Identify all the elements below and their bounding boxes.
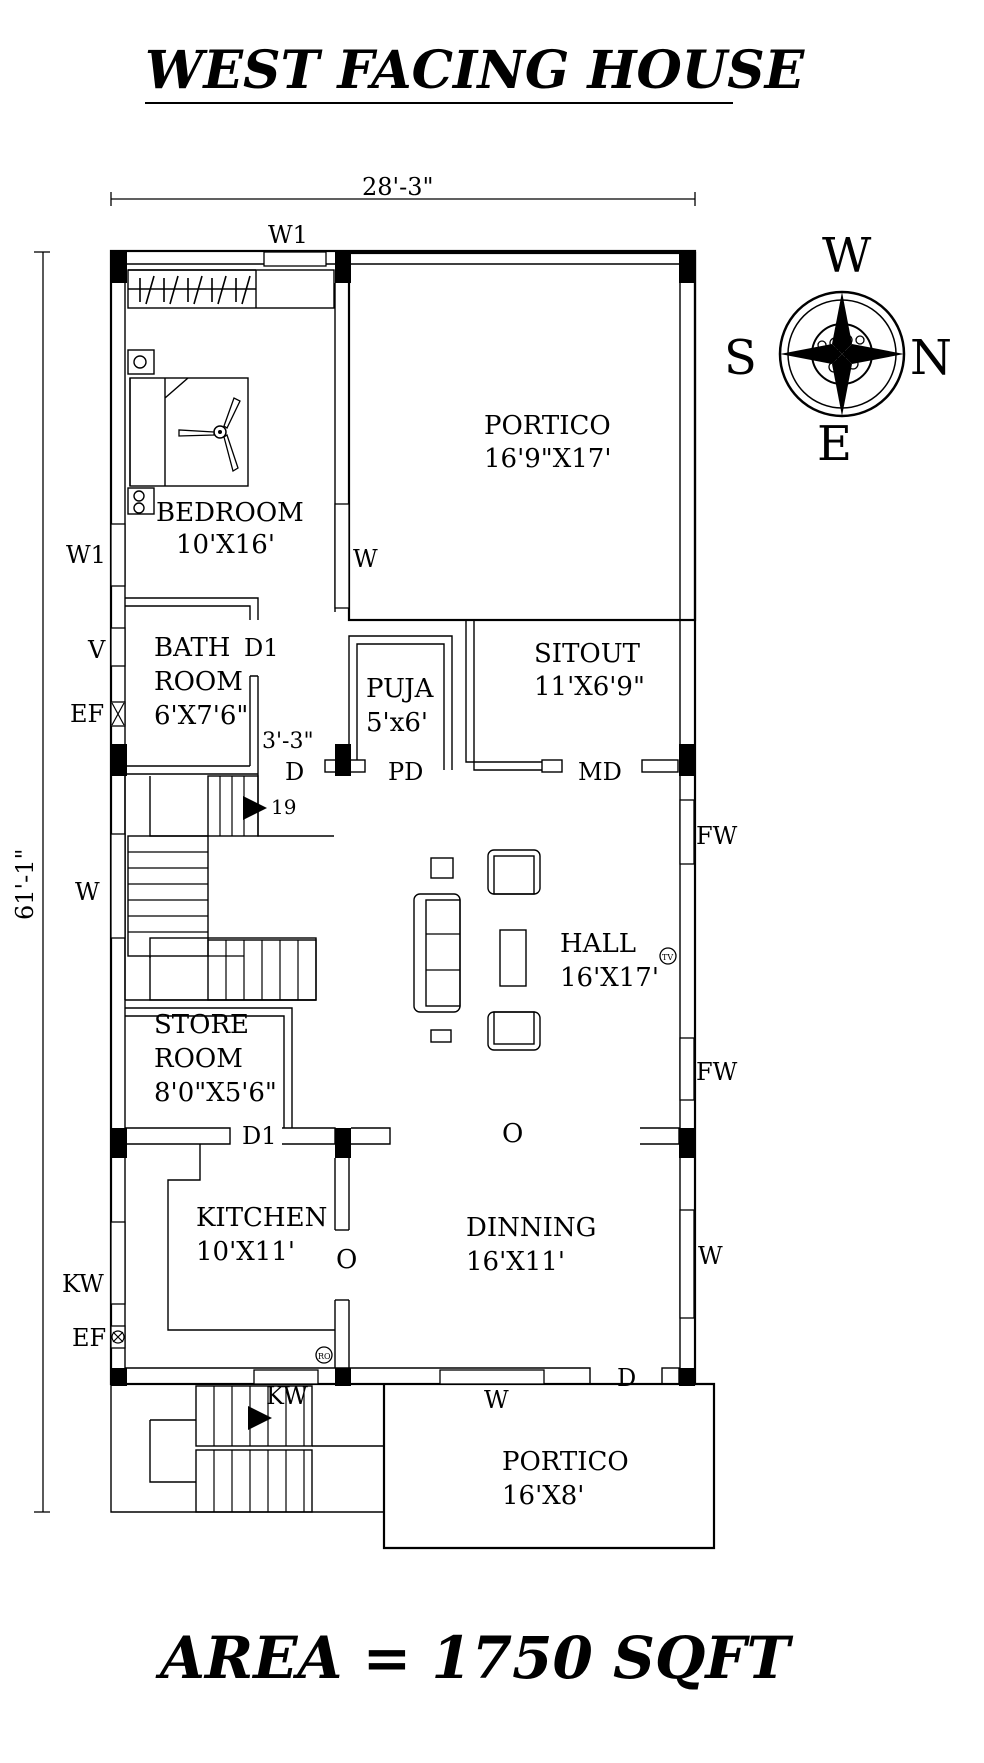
portico-bottom: W PORTICO 16'X8' bbox=[382, 1382, 716, 1550]
bedside-table-top bbox=[127, 349, 155, 375]
wardrobe-hatch-icon bbox=[128, 275, 256, 305]
armchair-bottom-icon bbox=[487, 1011, 541, 1051]
exhaust-fan-icon bbox=[110, 701, 126, 727]
dining: DINNING 16'X11' W bbox=[466, 1209, 723, 1319]
compass-east: E bbox=[817, 416, 852, 472]
bathroom-name-1: BATH bbox=[154, 633, 230, 663]
stair-arrow-icon bbox=[243, 796, 267, 820]
window-w-dining bbox=[679, 1209, 695, 1319]
store-size: 8'0"X5'6" bbox=[154, 1078, 277, 1108]
window-kw-bottom bbox=[253, 1369, 319, 1385]
puja-name: PUJA bbox=[366, 674, 435, 704]
puja-size: 5'x6' bbox=[366, 708, 428, 738]
side-table-icon bbox=[430, 857, 454, 879]
sitout-name: SITOUT bbox=[534, 639, 641, 669]
width-dimension-label: 28'-3" bbox=[362, 173, 434, 201]
bathroom-d1-label: D1 bbox=[244, 634, 279, 662]
stair-steps-label: 19 bbox=[271, 795, 296, 819]
hall: HALL 16'X17' TV FW FW bbox=[413, 799, 738, 1101]
bedroom-size: 10'X16' bbox=[176, 530, 275, 560]
window-fw-1 bbox=[679, 799, 695, 865]
coffee-table-icon bbox=[499, 929, 527, 987]
window-w-bed-label: W bbox=[353, 545, 378, 573]
ro-purifier-icon: RO bbox=[315, 1346, 333, 1364]
window-w-dining-label: W bbox=[698, 1242, 723, 1270]
hall-name: HALL bbox=[560, 929, 636, 959]
portico-top-size: 16'9"X17' bbox=[484, 444, 611, 474]
compass-west: W bbox=[822, 228, 872, 284]
exhaust-fan-bath-label: EF bbox=[70, 700, 104, 728]
bedroom: W1 BEDROOM 10'X16' W1 bbox=[66, 221, 335, 587]
dining-name: DINNING bbox=[466, 1213, 596, 1243]
exhaust-fan-kitchen-label: EF bbox=[72, 1324, 106, 1352]
portico-top-name: PORTICO bbox=[484, 411, 611, 441]
side-table-bottom-icon bbox=[430, 1029, 452, 1043]
window-w-bottom bbox=[439, 1369, 545, 1385]
sitout-size: 11'X6'9" bbox=[534, 672, 645, 702]
portico-bottom-name: PORTICO bbox=[502, 1447, 629, 1477]
portico-bottom-size: 16'X8' bbox=[502, 1481, 584, 1511]
bathroom-name-2: ROOM bbox=[154, 667, 243, 697]
window-w1-top-label: W1 bbox=[268, 221, 308, 249]
bedside-table-bottom bbox=[127, 487, 155, 515]
store-room: STORE ROOM 8'0"X5'6" bbox=[125, 1007, 293, 1128]
bathroom: BATH D1 ROOM 6'X7'6" V EF bbox=[70, 627, 279, 775]
svg-text:RO: RO bbox=[318, 1352, 331, 1361]
length-dimension: 61'-1" bbox=[11, 251, 50, 1513]
portico-top: PORTICO 16'9"X17' bbox=[347, 251, 697, 622]
door-d-label: D bbox=[285, 758, 304, 786]
window-w-stair-label: W bbox=[75, 878, 100, 906]
outside-stair-arrow-icon bbox=[248, 1406, 272, 1430]
area-label: AREA = 1750 SQFT bbox=[155, 1624, 794, 1692]
compass-north: N bbox=[910, 330, 952, 386]
length-dimension-label: 61'-1" bbox=[11, 848, 39, 920]
sofa-icon bbox=[413, 893, 461, 1013]
window-fw-1-label: FW bbox=[696, 822, 738, 850]
outside-staircase: KW bbox=[110, 1382, 385, 1513]
window-w-bed bbox=[334, 503, 350, 609]
window-kw-bottom-label: KW bbox=[266, 1382, 308, 1410]
bedroom-name: BEDROOM bbox=[156, 498, 304, 528]
ventilator-v-label: V bbox=[87, 636, 106, 664]
main-door-md-label: MD bbox=[578, 758, 622, 786]
window-kw-left bbox=[110, 1221, 126, 1305]
width-dimension: 28'-3" bbox=[110, 173, 696, 206]
exhaust-fan-kitchen-icon bbox=[110, 1325, 126, 1349]
puja-door-pd-label: PD bbox=[388, 758, 423, 786]
compass-south: S bbox=[724, 330, 757, 386]
columns bbox=[111, 251, 695, 1386]
window-fw-2 bbox=[679, 1037, 695, 1101]
store-name-2: ROOM bbox=[154, 1044, 243, 1074]
window-w1-left-label: W1 bbox=[66, 541, 106, 569]
door-d-bottom-label: D bbox=[617, 1364, 636, 1392]
window-fw-2-label: FW bbox=[696, 1058, 738, 1086]
kitchen-name: KITCHEN bbox=[196, 1203, 327, 1233]
hall-size: 16'X17' bbox=[560, 963, 659, 993]
sitout: SITOUT 11'X6'9" MD bbox=[465, 620, 679, 786]
armchair-top-icon bbox=[487, 849, 541, 895]
window-w-bottom-label: W bbox=[484, 1386, 509, 1414]
opening-o-hall-label: O bbox=[502, 1119, 523, 1149]
store-name-1: STORE bbox=[154, 1010, 249, 1040]
opening-o-kitchen-label: O bbox=[336, 1245, 357, 1275]
tv-icon: TV bbox=[659, 947, 677, 965]
kitchen: KITCHEN 10'X11' O RO KW EF bbox=[62, 1144, 357, 1368]
bathroom-size: 6'X7'6" bbox=[154, 701, 248, 731]
window-w1-left bbox=[110, 523, 126, 587]
ventilator-v bbox=[110, 627, 126, 667]
puja: PUJA 5'x6' bbox=[348, 635, 453, 770]
kitchen-size: 10'X11' bbox=[196, 1237, 295, 1267]
plan-title: WEST FACING HOUSE bbox=[145, 40, 806, 101]
svg-text:TV: TV bbox=[662, 953, 673, 962]
store-d1-label: D1 bbox=[242, 1122, 277, 1150]
compass-icon bbox=[778, 290, 906, 418]
staircase: 19 W bbox=[75, 774, 334, 1001]
window-w1-top bbox=[263, 251, 327, 267]
window-w-stair bbox=[110, 833, 126, 939]
stair-width-label: 3'-3" bbox=[262, 729, 314, 754]
dining-size: 16'X11' bbox=[466, 1247, 565, 1277]
ceiling-fan-icon bbox=[178, 397, 241, 473]
window-kw-left-label: KW bbox=[62, 1270, 104, 1298]
